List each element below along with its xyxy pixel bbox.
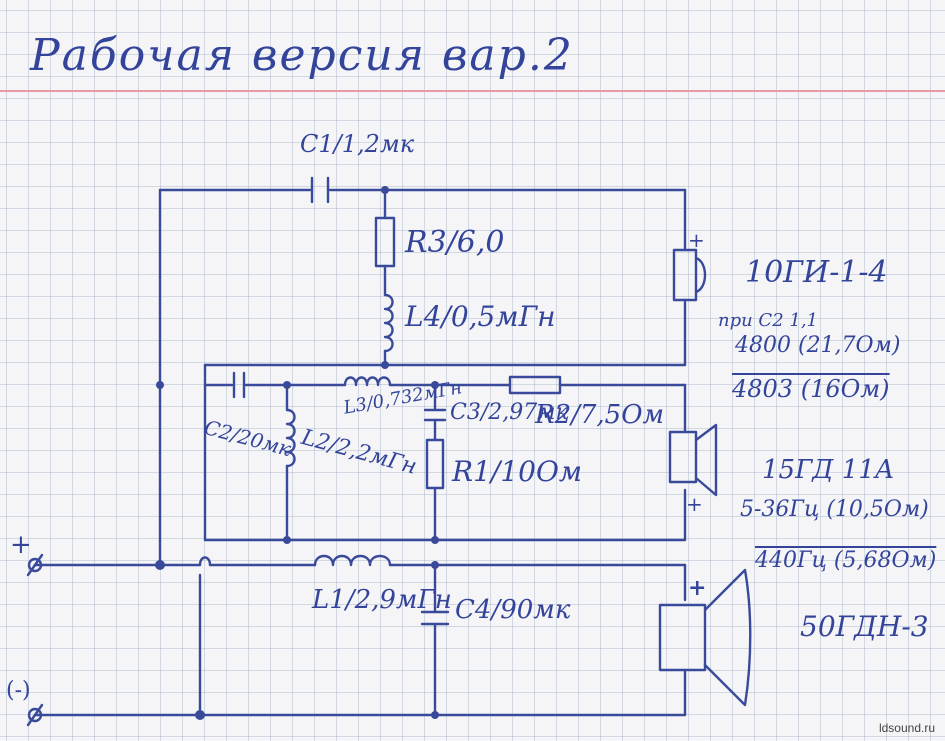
junction-dot: [283, 381, 291, 389]
junction-dot: [155, 560, 165, 570]
junction-dot: [156, 381, 164, 389]
c4-label: C4/90мк: [455, 595, 571, 625]
crossover-hop: [198, 556, 212, 567]
junction-dot: [431, 536, 439, 544]
tweeter-line2-label: 4803 (16Ом): [732, 375, 890, 403]
junction-dot: [431, 711, 439, 719]
r3-label: R3/6,0: [405, 225, 505, 260]
plus-terminal-label: +: [10, 530, 32, 560]
l4-label: L4/0,5мГн: [405, 300, 556, 333]
r2-resistor: [508, 375, 562, 395]
tweeter-line1-label: 4800 (21,7Ом): [735, 333, 901, 358]
r1-label: R1/10Ом: [452, 455, 583, 488]
mid-line1-label: 5-36Гц (10,5Ом): [740, 497, 929, 522]
tweeter-speaker-icon: [672, 248, 707, 302]
c3-label: C3/2,97мк: [450, 400, 569, 425]
minus-terminal: [26, 703, 44, 727]
woofer-speaker-icon: [658, 568, 752, 707]
minus-terminal-label: (-): [6, 678, 31, 703]
junction-dot: [431, 381, 439, 389]
r2-label: R2/7,5Ом: [535, 400, 665, 430]
junction-dot: [381, 361, 389, 369]
mid-line2-label: 440Гц (5,68Ом): [755, 548, 937, 573]
junction-dot: [283, 536, 291, 544]
tweeter-polarity-mark: +: [688, 228, 705, 252]
plus-terminal-ring: [27, 557, 43, 573]
watermark: ldsound.ru: [878, 721, 935, 735]
l2-inductor: [285, 408, 296, 468]
mid-name-label: 15ГД 11А: [762, 455, 895, 485]
l3-inductor: [343, 376, 392, 387]
plus-terminal: [26, 553, 44, 577]
l1-label: L1/2,9мГн: [312, 585, 452, 615]
minus-terminal-ring: [27, 707, 43, 723]
c2-capacitor: [232, 371, 246, 399]
margin-line: [0, 90, 945, 92]
tweeter-name-label: 10ГИ-1-4: [745, 255, 888, 290]
mid-polarity-mark: +: [686, 492, 703, 516]
mid-speaker-icon: [668, 423, 718, 497]
woofer-name-label: 50ГДН-3: [800, 610, 929, 643]
l4-inductor: [383, 293, 394, 353]
l1-inductor: [313, 554, 392, 567]
c4-capacitor: [420, 610, 450, 626]
page-title: Рабочая версия вар.2: [30, 30, 574, 81]
c1-capacitor: [310, 176, 330, 204]
junction-dot: [431, 561, 439, 569]
c1-label: C1/1,2мк: [300, 130, 415, 158]
junction-dot: [381, 186, 389, 194]
r1-resistor: [425, 438, 445, 490]
r3-resistor: [374, 216, 396, 268]
tweeter-note-label: при C2 1,1: [718, 310, 819, 331]
woofer-polarity-mark: +: [688, 575, 707, 601]
c3-capacitor: [423, 408, 447, 422]
junction-dot: [195, 710, 205, 720]
